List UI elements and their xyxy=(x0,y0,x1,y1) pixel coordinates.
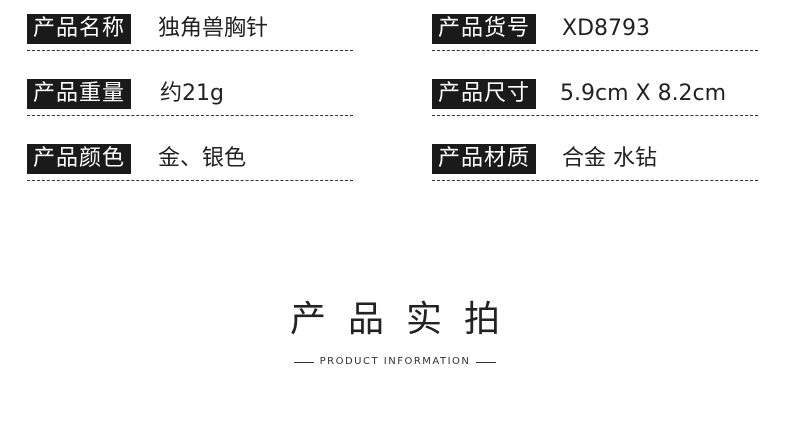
section-subtitle-text: PRODUCT INFORMATION xyxy=(319,356,471,367)
spec-label: 产品货号 xyxy=(432,14,537,44)
spec-value: XD8793 xyxy=(562,16,650,41)
divider-left xyxy=(293,361,314,363)
spec-row-material: 产品材质 合金 水钻 xyxy=(432,134,758,181)
product-spec-table: 产品名称 独角兽胸针 产品货号 XD8793 产品重量 约21g 产品尺寸 5.… xyxy=(0,0,790,200)
spec-value: 合金 水钻 xyxy=(562,146,657,171)
spec-row-weight: 产品重量 约21g xyxy=(27,69,353,116)
spec-value: 独角兽胸针 xyxy=(158,16,269,41)
spec-value: 约21g xyxy=(160,81,224,106)
spec-row-color: 产品颜色 金、银色 xyxy=(27,134,353,181)
spec-label: 产品尺寸 xyxy=(432,79,537,109)
spec-row-size: 产品尺寸 5.9cm X 8.2cm xyxy=(432,69,758,116)
spec-row-name: 产品名称 独角兽胸针 xyxy=(27,4,353,51)
spec-value: 5.9cm X 8.2cm xyxy=(560,81,727,106)
spec-label: 产品名称 xyxy=(27,14,132,44)
section-subtitle: PRODUCT INFORMATION xyxy=(0,355,790,369)
spec-label: 产品颜色 xyxy=(27,144,132,174)
section-title: 产品实拍 xyxy=(289,299,522,340)
spec-row-sku: 产品货号 XD8793 xyxy=(432,4,758,51)
divider-right xyxy=(476,361,497,363)
spec-value: 金、银色 xyxy=(158,146,247,171)
spec-label: 产品材质 xyxy=(432,144,537,174)
spec-label: 产品重量 xyxy=(27,79,132,109)
